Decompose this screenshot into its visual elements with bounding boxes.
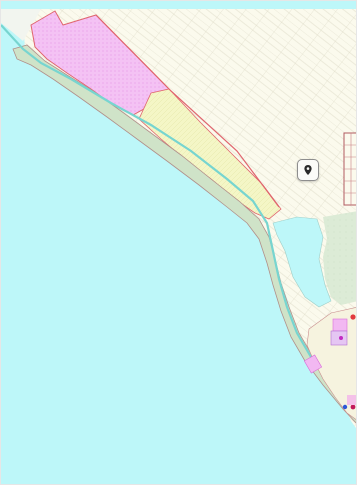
land-corner (1, 9, 41, 41)
location-pin-icon (304, 165, 312, 175)
marker-magenta (339, 336, 343, 340)
marker-red-1 (350, 314, 356, 320)
zone-pink-shore (303, 354, 323, 374)
lagoon (272, 216, 332, 308)
marker-red-2 (350, 404, 356, 410)
park-area (323, 211, 356, 305)
boundary-line (95, 14, 280, 208)
location-button[interactable] (297, 159, 319, 181)
town-grid (343, 132, 356, 206)
zone-pink-small (332, 318, 348, 332)
shore-strip (12, 44, 356, 424)
land-parcels (23, 9, 356, 429)
marker-blue (342, 404, 348, 410)
zone-pink-edge (347, 395, 356, 405)
river (1, 24, 328, 378)
